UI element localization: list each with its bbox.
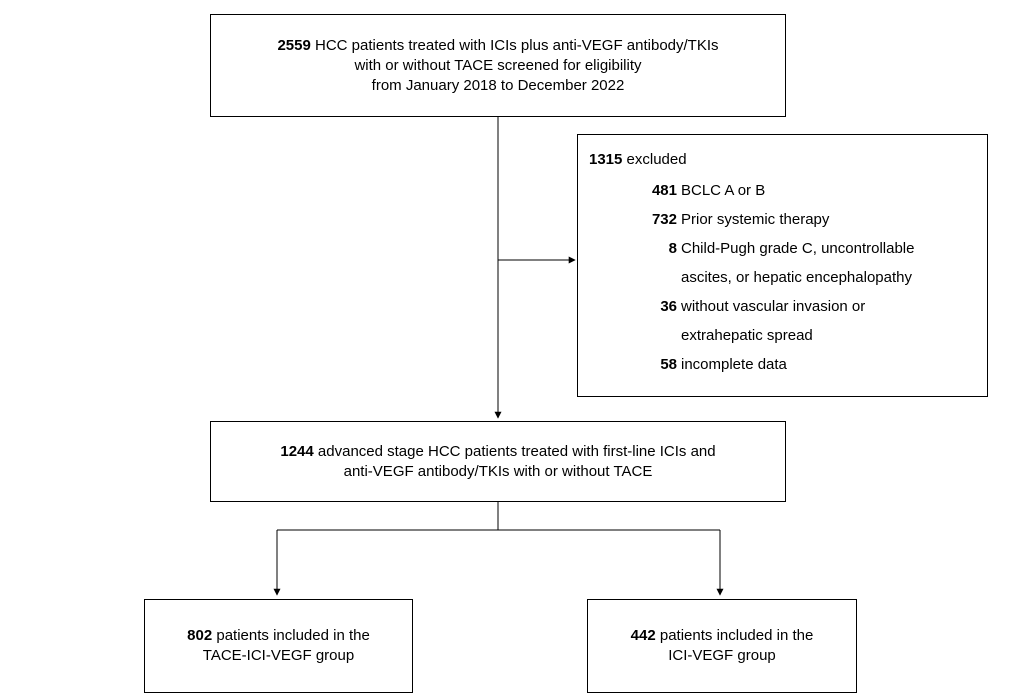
screening-line-2: with or without TACE screened for eligib… [354, 56, 642, 74]
right-group-text-1: patients included in the [655, 627, 814, 644]
exclusion-item-text: extrahepatic spread [681, 327, 813, 344]
ici-vegf-group-box: 442 patients included in the ICI-VEGF gr… [587, 599, 857, 693]
exclusion-header-text: excluded [622, 151, 687, 168]
left-group-count: 802 [187, 627, 213, 644]
screening-line-3: from January 2018 to December 2022 [371, 76, 625, 94]
exclusion-item-text: incomplete data [681, 356, 787, 373]
exclusion-item-number: 36 [660, 298, 677, 315]
cohort-text-1: advanced stage HCC patients treated with… [313, 442, 716, 460]
exclusion-item-text: Child-Pugh grade C, uncontrollable [681, 240, 915, 257]
cohort-line-2: anti-VEGF antibody/TKIs with or without … [343, 462, 653, 480]
exclusion-header: 1315 excluded [589, 151, 687, 168]
right-group-count: 442 [630, 627, 656, 644]
exclusion-item-number: 58 [660, 356, 677, 373]
left-group-text-1: patients included in the [212, 627, 370, 644]
tace-ici-vegf-group-box: 802 patients included in the TACE-ICI-VE… [144, 599, 413, 693]
left-group-line-2: TACE-ICI-VEGF group [202, 647, 355, 664]
screening-box: 2559 HCC patients treated with ICIs plus… [210, 14, 786, 117]
exclusion-box: 1315 excluded 481 BCLC A or B 732 Prior … [577, 134, 988, 397]
exclusion-item-text: without vascular invasion or [681, 298, 866, 315]
exclusion-item-number: 732 [651, 211, 677, 228]
right-group-line-2: ICI-VEGF group [668, 647, 776, 664]
eligible-cohort-box: 1244 advanced stage HCC patients treated… [210, 421, 786, 502]
screened-count: 2559 [277, 36, 311, 54]
screening-text-1: HCC patients treated with ICIs plus anti… [310, 36, 719, 54]
exclusion-item-text: ascites, or hepatic encephalopathy [681, 269, 912, 286]
right-group-line-1: 442 patients included in the [631, 626, 814, 646]
exclusion-item-text: Prior systemic therapy [681, 211, 830, 228]
left-group-line-1: 802 patients included in the [187, 626, 370, 646]
exclusion-item-text: BCLC A or B [681, 182, 766, 199]
screening-line-1: 2559 HCC patients treated with ICIs plus… [277, 36, 718, 56]
excluded-count: 1315 [589, 151, 623, 168]
cohort-line-1: 1244 advanced stage HCC patients treated… [280, 442, 715, 462]
exclusion-item-number: 8 [668, 240, 677, 257]
exclusion-item-number: 481 [651, 182, 677, 199]
cohort-count: 1244 [280, 442, 314, 460]
